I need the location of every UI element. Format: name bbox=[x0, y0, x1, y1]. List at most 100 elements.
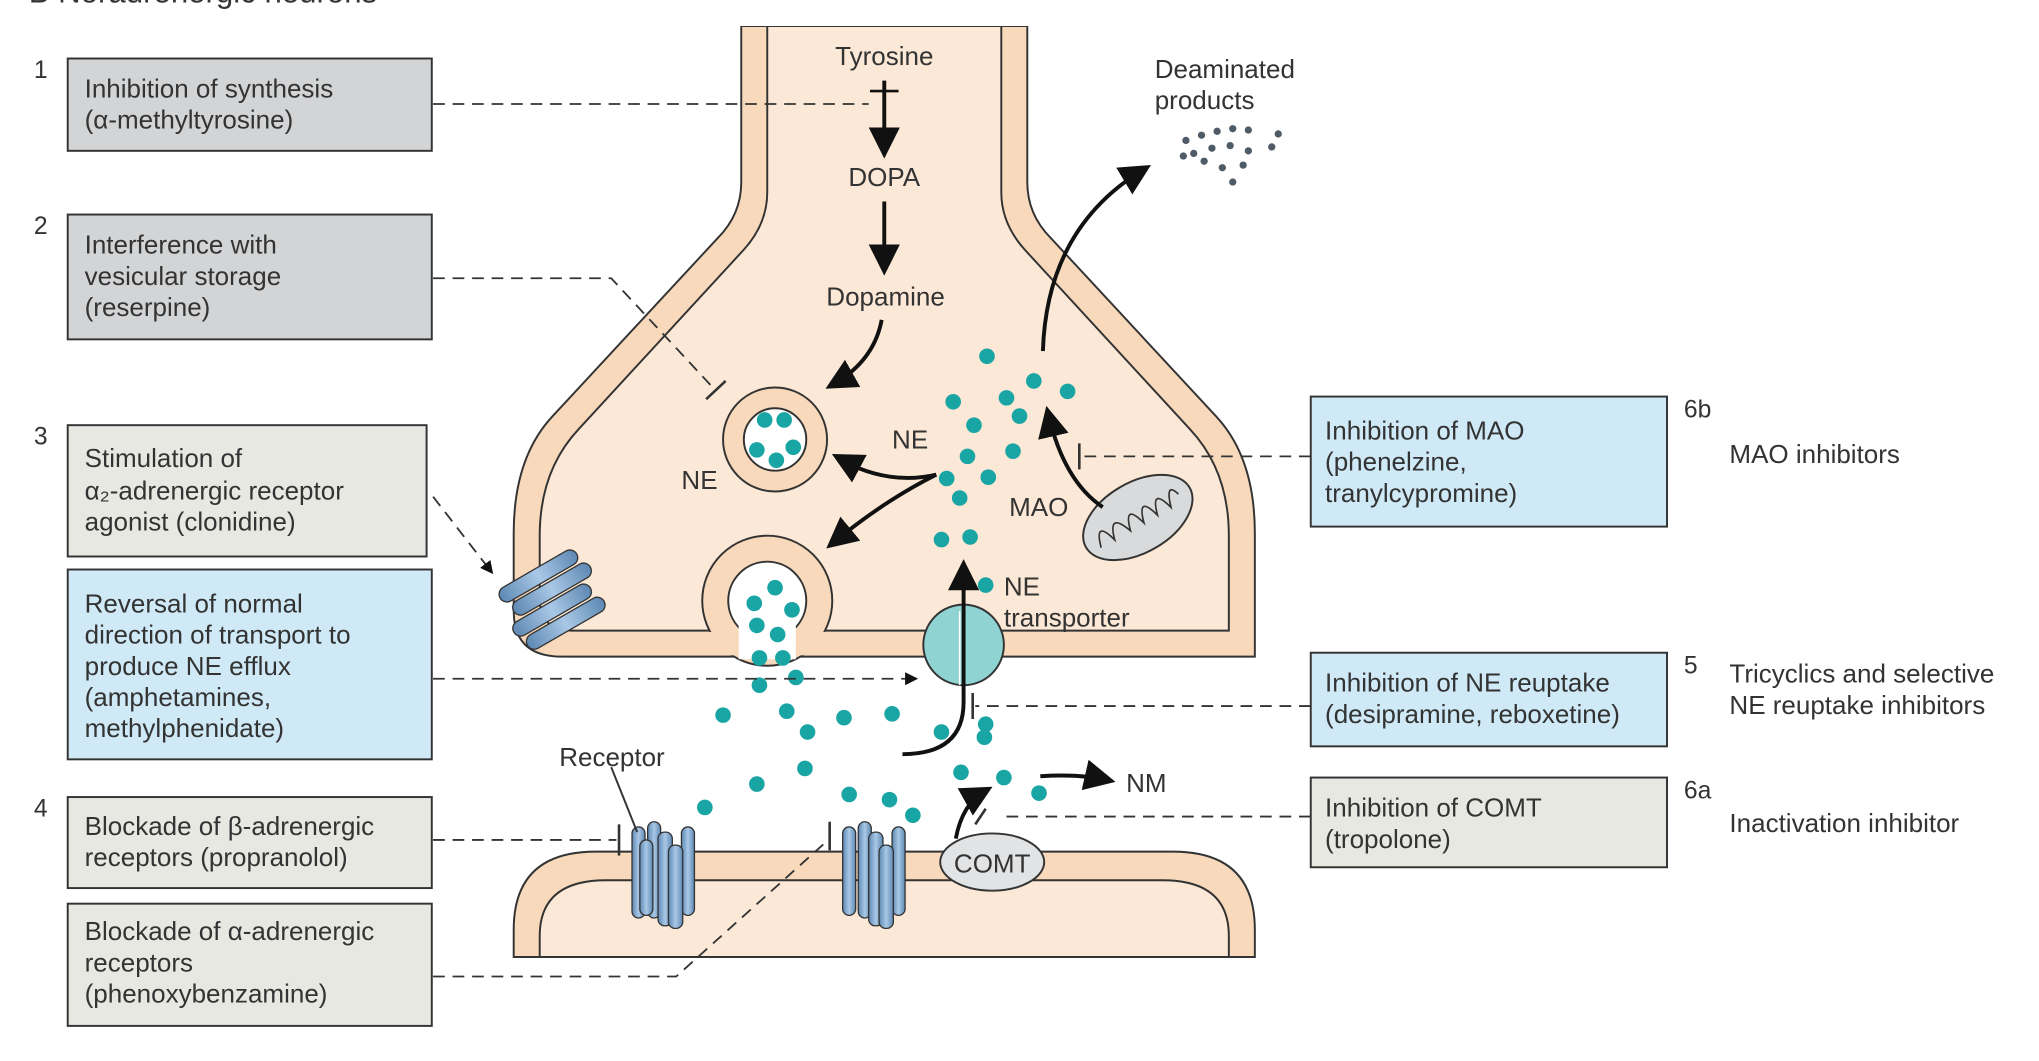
alpha-receptor bbox=[842, 821, 906, 930]
box-line: (phenelzine, bbox=[1325, 447, 1467, 477]
mitochondrion bbox=[1082, 473, 1194, 562]
ne-molecule bbox=[884, 706, 900, 722]
box-number: 3 bbox=[34, 424, 48, 451]
box-line: Blockade of β-adrenergic bbox=[85, 811, 375, 841]
drug-box-mao-inhibition: 6b Inhibition of MAO (phenelzine, tranyl… bbox=[1309, 395, 1900, 528]
ne-molecule bbox=[788, 669, 804, 686]
box-number: 6a bbox=[1684, 777, 1712, 804]
ne-molecule bbox=[945, 393, 961, 410]
box-line: (desipramine, reboxetine) bbox=[1325, 699, 1620, 729]
drug-box-comt-inhibition: 6a Inhibition of COMT (tropolone) Inacti… bbox=[1309, 776, 1960, 869]
ne-molecule bbox=[776, 412, 792, 428]
ne-molecule bbox=[1031, 785, 1047, 801]
deaminated-product bbox=[1213, 127, 1221, 135]
ne-cytoplasm-label: NE bbox=[892, 425, 928, 455]
ne-molecule bbox=[1011, 408, 1028, 424]
ne-molecule bbox=[959, 448, 976, 465]
box-line: methylphenidate) bbox=[85, 713, 284, 743]
box-line: vesicular storage bbox=[85, 261, 282, 291]
ne-molecule bbox=[749, 776, 765, 792]
ne-molecule bbox=[767, 579, 783, 596]
deaminated-product bbox=[1244, 147, 1252, 155]
drug-box-beta-blockade: 4 Blockade of β-adrenergic receptors (pr… bbox=[34, 796, 433, 890]
ne-molecule bbox=[775, 650, 791, 666]
comt-enzyme bbox=[939, 832, 1046, 892]
ne-molecule bbox=[749, 442, 765, 458]
deaminated-product bbox=[1182, 136, 1190, 145]
dopamine-label: Dopamine bbox=[826, 282, 945, 312]
ne-molecule bbox=[768, 452, 785, 469]
ne-molecule bbox=[980, 469, 997, 485]
ne-molecule bbox=[841, 786, 857, 803]
box-line: (reserpine) bbox=[85, 292, 211, 322]
ne-molecule bbox=[933, 724, 950, 740]
box-line: Interference with bbox=[85, 230, 277, 260]
box-line: (tropolone) bbox=[1325, 824, 1451, 854]
box-line: Inhibition of MAO bbox=[1325, 415, 1524, 445]
receptor-label: Receptor bbox=[559, 742, 665, 772]
box-number: 6b bbox=[1684, 396, 1711, 423]
nm-label: NM bbox=[1126, 768, 1166, 798]
deaminated-product bbox=[1226, 141, 1234, 150]
ne-molecule bbox=[751, 650, 768, 666]
ne-molecule bbox=[962, 529, 978, 545]
ne-molecule bbox=[1005, 443, 1021, 459]
pathway-arrows bbox=[610, 80, 1152, 840]
ne-molecule bbox=[966, 417, 982, 433]
dopa-label: DOPA bbox=[848, 162, 920, 192]
deaminated-label-1: Deaminated bbox=[1155, 54, 1295, 84]
ne-molecule bbox=[756, 412, 773, 428]
ne-molecule bbox=[836, 709, 852, 726]
box-line: (α-methyltyrosine) bbox=[85, 105, 294, 135]
drug-box-transport-reversal: Reversal of normal direction of transpor… bbox=[66, 568, 433, 761]
figure-title: B Noradrenergic neurons bbox=[29, 0, 377, 10]
box-number: 5 bbox=[1684, 653, 1698, 680]
drug-box-ne-reuptake-inhibition: 5 Inhibition of NE reuptake (desipramine… bbox=[1309, 651, 1994, 748]
box-line: (amphetamines, bbox=[85, 682, 271, 712]
deaminated-product bbox=[1229, 125, 1237, 133]
ne-molecule bbox=[769, 626, 786, 643]
drug-box-vesicular-storage: 2 Interference with vesicular storage (r… bbox=[34, 213, 433, 341]
tyrosine-label: Tyrosine bbox=[835, 41, 933, 71]
box-line: Inhibition of NE reuptake bbox=[1325, 668, 1610, 698]
ne-molecule bbox=[977, 716, 994, 733]
deaminated-product bbox=[1239, 161, 1247, 169]
beta-receptor bbox=[631, 821, 696, 930]
ne-molecule bbox=[746, 595, 763, 612]
deaminated-product bbox=[1268, 143, 1276, 151]
deaminated-product bbox=[1274, 130, 1282, 138]
ne-molecule bbox=[797, 760, 813, 777]
deaminated-product bbox=[1218, 164, 1226, 172]
box-number: 1 bbox=[34, 57, 48, 84]
deaminated-product bbox=[1244, 126, 1252, 134]
comt-label: COMT bbox=[954, 848, 1031, 878]
ne-molecule bbox=[951, 490, 968, 506]
ne-molecule bbox=[697, 799, 713, 816]
ne-molecule bbox=[996, 769, 1012, 786]
deaminated-product bbox=[1179, 152, 1187, 160]
box-line: agonist (clonidine) bbox=[85, 507, 296, 537]
box-line: Blockade of α-adrenergic bbox=[85, 916, 375, 946]
ne-molecule bbox=[715, 707, 731, 723]
ne-molecule bbox=[749, 617, 765, 634]
box-line: α₂-adrenergic receptor bbox=[85, 475, 345, 505]
deaminated-products-dots bbox=[1179, 125, 1282, 186]
ne-molecule bbox=[905, 807, 921, 824]
box-line: receptors (propranolol) bbox=[85, 842, 348, 872]
inhibitor-lines bbox=[432, 103, 1311, 978]
deaminated-label-2: products bbox=[1155, 85, 1255, 115]
deaminated-product bbox=[1229, 178, 1237, 186]
ne-molecule bbox=[977, 577, 994, 593]
ne-molecule bbox=[938, 470, 955, 487]
drug-box-alpha-blockade: Blockade of α-adrenergic receptors (phen… bbox=[66, 902, 433, 1027]
ne-transporter-label-2: transporter bbox=[1004, 603, 1130, 633]
box-line: Stimulation of bbox=[85, 443, 243, 473]
ne-molecule bbox=[1059, 383, 1076, 400]
ne-molecule bbox=[933, 531, 950, 548]
category-label: Tricyclics and selective bbox=[1729, 659, 1994, 689]
box-line: tranylcypromine) bbox=[1325, 478, 1517, 508]
norepinephrine-molecules bbox=[697, 348, 1076, 824]
category-label: NE reuptake inhibitors bbox=[1729, 690, 1985, 720]
box-line: produce NE efflux bbox=[85, 651, 291, 681]
